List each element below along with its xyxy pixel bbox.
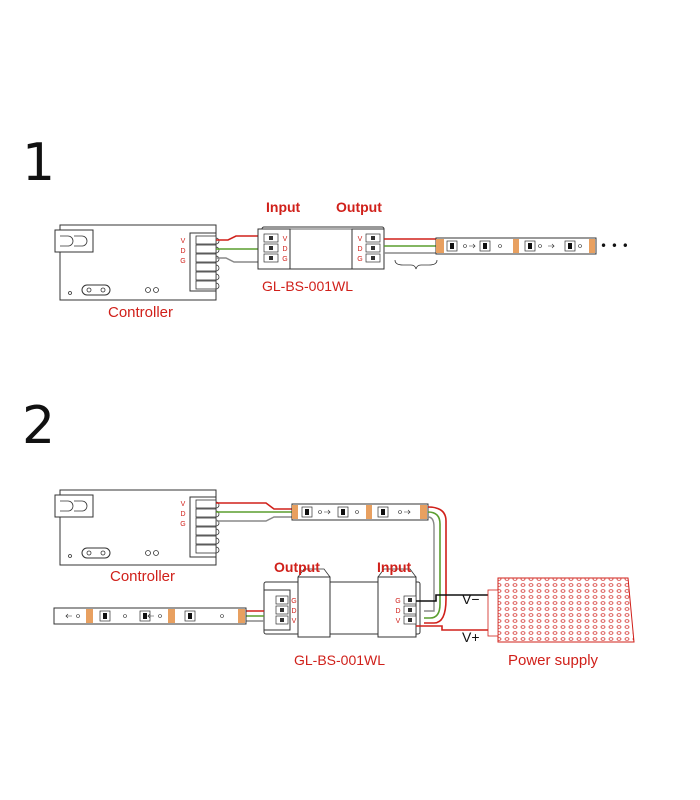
- device-1-output-pin-v: V: [358, 236, 363, 243]
- device-1-output-label: Output: [336, 199, 382, 215]
- controller-2-label: Controller: [110, 568, 175, 585]
- device-gl-bs-001wl-1: [257, 226, 385, 270]
- device-2-input-label: Input: [377, 559, 412, 575]
- led-strip-2-bottom: [53, 607, 247, 625]
- power-supply: [487, 577, 635, 643]
- step-number-2: 2: [22, 396, 55, 456]
- device-2-output-pin-v: V: [292, 618, 297, 625]
- v-minus-label: V−: [462, 591, 480, 607]
- power-supply-label: Power supply: [508, 652, 599, 669]
- controller-2: [54, 489, 220, 566]
- controller-2-pin-d: D: [180, 511, 185, 518]
- device-2-model-label: GL-BS-001WL: [294, 652, 385, 668]
- controller-1-label: Controller: [108, 304, 173, 321]
- device-2-output-pin-g: G: [291, 598, 296, 605]
- strip-1-continuation: • • •: [600, 239, 629, 253]
- device-2-input-pin-g: G: [395, 598, 400, 605]
- device-2-input-pin-d: D: [395, 608, 400, 615]
- led-strip-2-top: [291, 503, 429, 521]
- device-2-output-label: Output: [274, 559, 320, 575]
- device-1-input-pin-v: V: [283, 236, 288, 243]
- v-plus-label: V+: [462, 629, 480, 645]
- controller-2-pin-v: V: [181, 501, 186, 508]
- controller-1-pin-g: G: [180, 258, 185, 265]
- device-1-model-label: GL-BS-001WL: [262, 278, 353, 294]
- device-1-input-label: Input: [266, 199, 301, 215]
- controller-2-pin-g: G: [180, 521, 185, 528]
- controller-1-pin-d: D: [180, 248, 185, 255]
- controller-1: [54, 224, 220, 301]
- device-1-input-pin-d: D: [282, 246, 287, 253]
- device-gl-bs-001wl-2: [263, 568, 421, 638]
- device-2-input-pin-v: V: [396, 618, 401, 625]
- controller-1-pin-v: V: [181, 238, 186, 245]
- led-strip-1: [435, 237, 597, 255]
- device-1-input-pin-g: G: [282, 256, 287, 263]
- device-1-output-pin-g: G: [357, 256, 362, 263]
- device-1-output-pin-d: D: [357, 246, 362, 253]
- step-number-1: 1: [22, 133, 55, 193]
- device-2-output-pin-d: D: [291, 608, 296, 615]
